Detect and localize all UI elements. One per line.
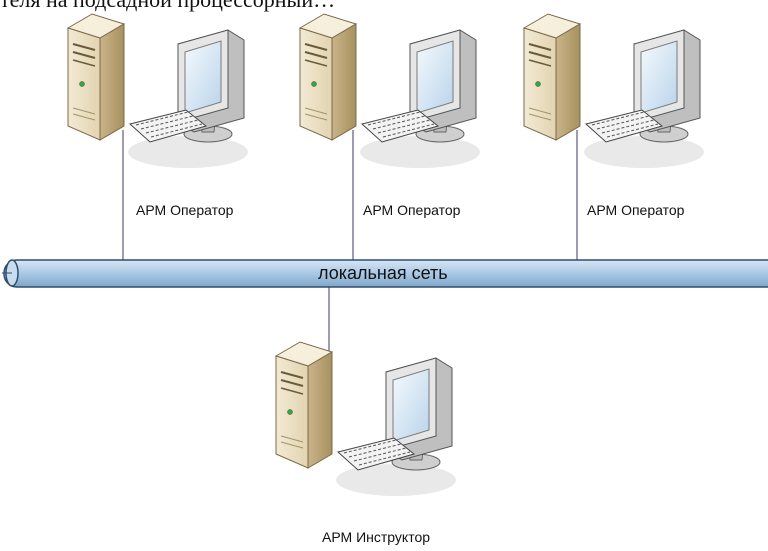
cut-off-top-text: теля на подсадной процессорный… (0, 0, 335, 13)
network-label: локальная сеть (318, 263, 448, 283)
workstation-operator-3-icon (523, 13, 705, 169)
network-bus (2, 259, 768, 288)
label-operator-1: АРМ Оператор (136, 202, 234, 218)
label-operator-2: АРМ Оператор (363, 202, 461, 218)
link-lines (122, 130, 578, 352)
label-operator-3: АРМ Оператор (587, 202, 685, 218)
workstation-instructor-icon (275, 341, 457, 497)
label-instructor: АРМ Инструктор (322, 529, 431, 545)
workstation-operator-1-icon (67, 13, 249, 169)
workstation-operator-2-icon (299, 13, 481, 169)
